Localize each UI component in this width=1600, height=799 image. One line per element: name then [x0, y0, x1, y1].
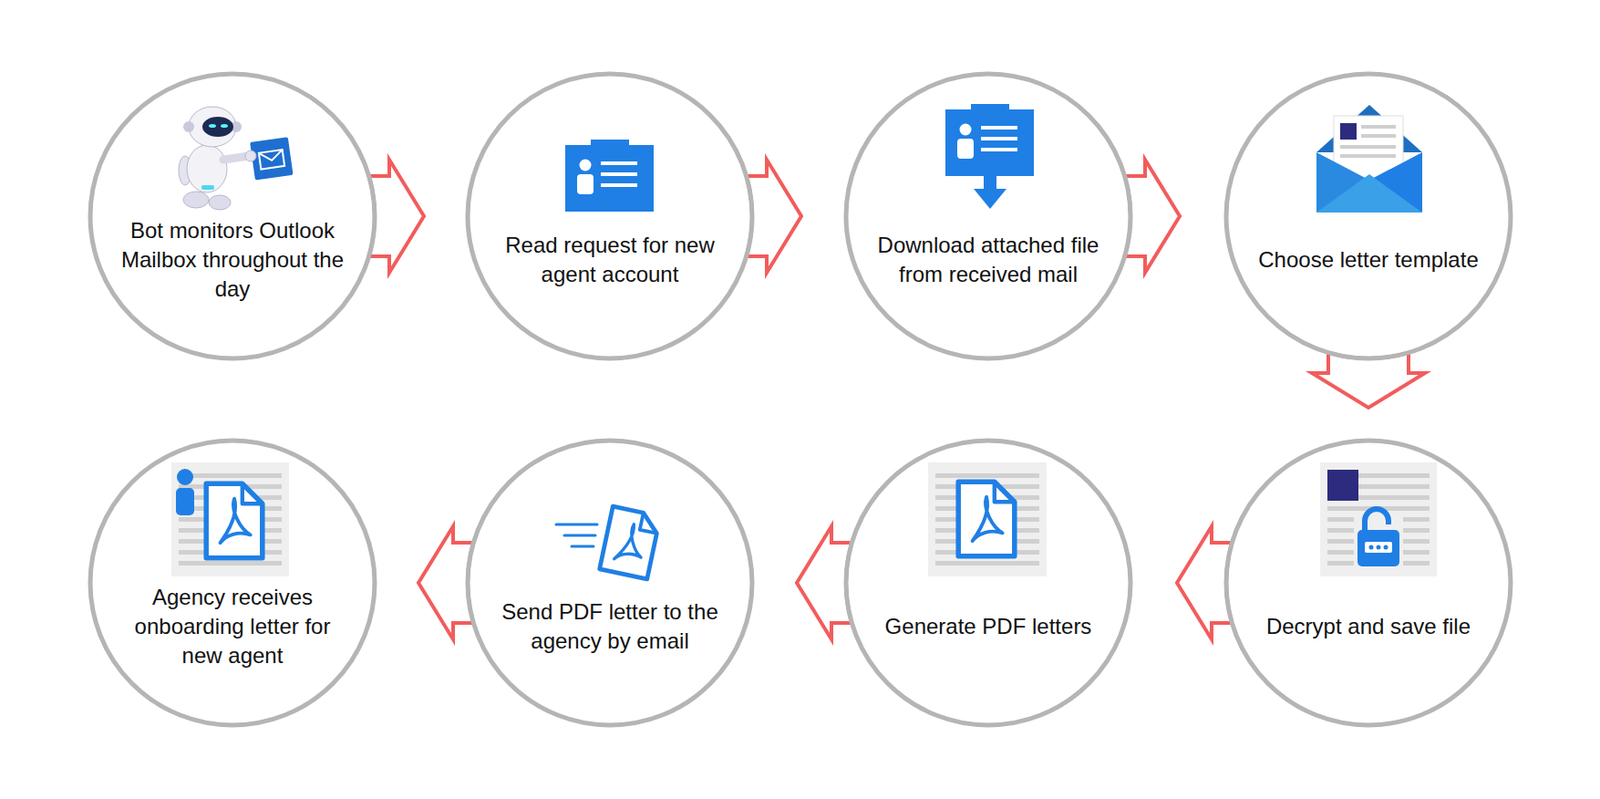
- flow-arrow: [1125, 159, 1180, 273]
- step-text: Read request for new agent account: [495, 230, 724, 290]
- step-text: Download attached file from received mai…: [874, 230, 1103, 290]
- step-text: Bot monitors Outlook Mailbox throughout …: [118, 216, 347, 304]
- circle-outline: [464, 437, 755, 728]
- step-text: Agency receives onboarding letter for ne…: [118, 582, 347, 671]
- step-text: Decrypt and save file: [1254, 611, 1483, 641]
- flow-arrow: [746, 159, 802, 273]
- circle-outline: [843, 437, 1134, 728]
- flow-arrow: [1311, 352, 1425, 408]
- process-circle: Bot monitors Outlook Mailbox throughout …: [87, 71, 378, 362]
- process-circle: Send PDF letter to the agency by email: [464, 437, 755, 728]
- process-circle: Download attached file from received mai…: [843, 71, 1134, 362]
- process-circle: Generate PDF letters: [843, 437, 1134, 728]
- pdf-icon: [928, 462, 1047, 577]
- envelope-icon: [1316, 104, 1423, 213]
- download-icon: [945, 103, 1034, 209]
- process-circle: Choose letter template: [1223, 71, 1514, 362]
- send-pdf-icon: [556, 505, 661, 579]
- step-text: Send PDF letter to the agency by email: [495, 597, 724, 656]
- decrypt-icon: [1320, 462, 1437, 577]
- id-card-icon: [565, 139, 654, 212]
- onboarding-letter-icon: [171, 462, 290, 577]
- robot-icon: [178, 106, 294, 210]
- flow-arrow: [418, 526, 474, 640]
- process-circle: Decrypt and save file: [1223, 437, 1514, 728]
- flow-arrow: [369, 159, 424, 273]
- flow-arrow: [1176, 526, 1232, 640]
- flow-arrow: [796, 526, 852, 640]
- step-text: Choose letter template: [1254, 245, 1483, 275]
- circle-outline: [1223, 437, 1514, 728]
- step-text: Generate PDF letters: [874, 611, 1103, 641]
- circle-outline: [87, 71, 378, 362]
- circle-outline: [464, 71, 755, 362]
- circle-outline: [87, 437, 378, 728]
- process-circle: Agency receives onboarding letter for ne…: [87, 437, 378, 728]
- process-circle: Read request for new agent account: [464, 71, 755, 362]
- circle-outline: [843, 71, 1134, 362]
- circle-outline: [1223, 71, 1514, 362]
